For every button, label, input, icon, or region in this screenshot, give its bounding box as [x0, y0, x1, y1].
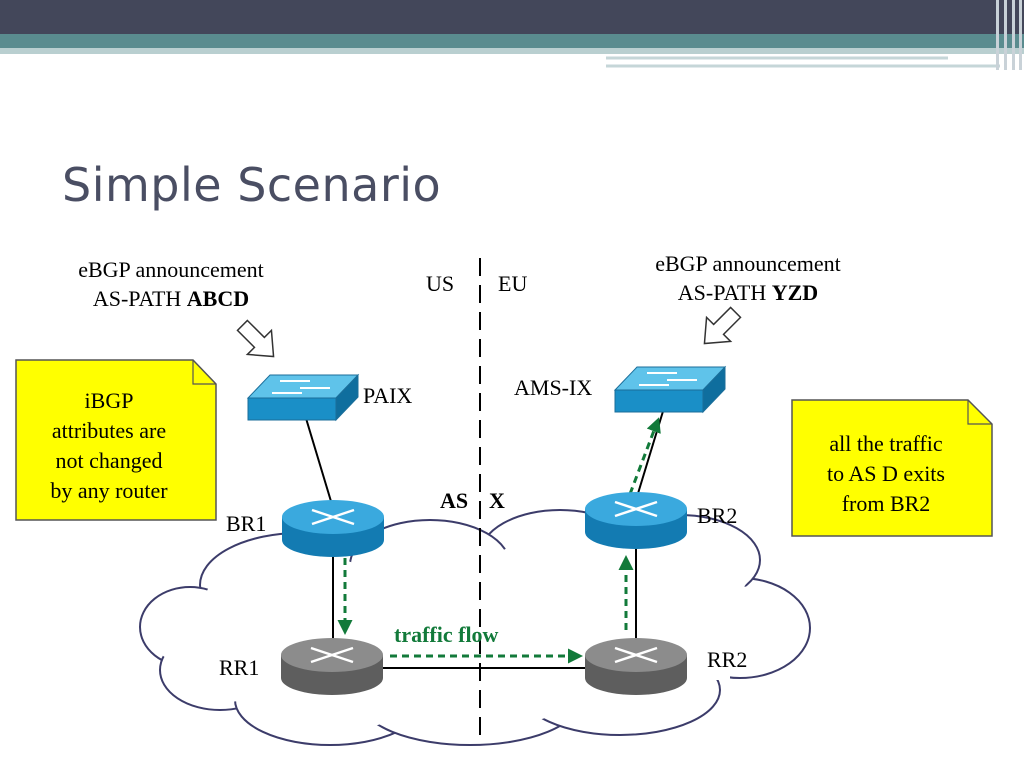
- br1-router-icon: [282, 500, 384, 557]
- header-accent-band: [0, 34, 1024, 48]
- announcement-left-path: ABCD: [186, 286, 250, 311]
- header-light-band: [0, 48, 1024, 54]
- region-label-us: US: [426, 271, 455, 296]
- announcement-right-prefix: AS-PATH: [677, 280, 772, 305]
- ibgp-note-line: attributes are: [51, 418, 167, 443]
- ibgp-note-line: iBGP: [84, 388, 134, 413]
- slide-title: Simple Scenario: [62, 158, 442, 212]
- exit-note-line: from BR2: [841, 491, 931, 516]
- exit-note-shape: [791, 399, 993, 537]
- as-label: AS: [440, 488, 469, 513]
- network-links: [304, 407, 665, 669]
- traffic-flow-label: traffic flow: [394, 622, 499, 647]
- region-label-eu: EU: [498, 271, 528, 296]
- exit-note-line: to AS D exits: [827, 461, 945, 486]
- exit-note-fold: [967, 400, 992, 425]
- ibgp-note: iBGP attributes are not changed by any r…: [16, 386, 202, 506]
- exit-note: all the traffic to AS D exits from BR2: [786, 429, 986, 519]
- rr2-label: RR2: [707, 647, 748, 672]
- paix-label: PAIX: [363, 383, 413, 408]
- traffic-flow-arrows: [337, 417, 661, 664]
- ams-ix-switch-icon: [613, 365, 727, 414]
- header-decoration: [606, 0, 1022, 70]
- announcement-left-prefix: AS-PATH: [92, 286, 187, 311]
- announcement-arrow-right-icon: [703, 306, 742, 345]
- announcement-arrow-left-icon: [236, 319, 275, 358]
- rr1-label: RR1: [219, 655, 260, 680]
- announcement-left: eBGP announcement AS-PATH ABCD: [50, 255, 292, 313]
- announcement-left-line1: eBGP announcement: [78, 257, 264, 282]
- ams-ix-label: AMS-IX: [514, 375, 593, 400]
- exit-note-line: all the traffic: [829, 431, 943, 456]
- rr1-router-icon: [281, 638, 383, 695]
- br2-router-icon: [585, 492, 687, 549]
- header-bar: [0, 0, 1024, 34]
- ibgp-note-shape: [15, 359, 217, 521]
- paix-switch-icon: [246, 373, 360, 422]
- as-name-label: X: [489, 488, 505, 513]
- announcement-right-path: YZD: [771, 280, 819, 305]
- ibgp-note-fold: [192, 360, 216, 385]
- br1-label: BR1: [226, 511, 267, 536]
- br2-label: BR2: [697, 503, 738, 528]
- announcement-right-line2: AS-PATH YZD: [627, 278, 869, 307]
- rr2-router-icon: [585, 638, 687, 695]
- ibgp-note-line: not changed: [55, 448, 163, 473]
- announcement-right-line1: eBGP announcement: [655, 251, 841, 276]
- ibgp-note-line: by any router: [50, 478, 168, 503]
- announcement-left-line2: AS-PATH ABCD: [50, 284, 292, 313]
- announcement-right: eBGP announcement AS-PATH YZD: [627, 249, 869, 307]
